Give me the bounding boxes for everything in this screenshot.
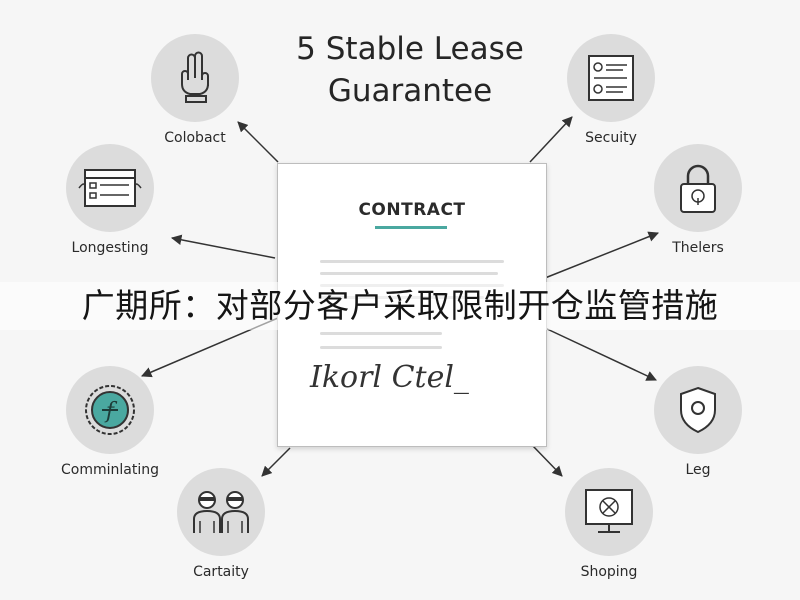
heading-accent-line bbox=[375, 226, 447, 229]
node-label-thelers: Thelers bbox=[672, 240, 724, 256]
currency-badge-icon: f bbox=[66, 366, 154, 454]
shield-icon bbox=[654, 366, 742, 454]
text-line bbox=[320, 332, 442, 335]
padlock-icon bbox=[654, 144, 742, 232]
checklist-icon bbox=[567, 34, 655, 122]
arrow-shoping bbox=[531, 444, 563, 477]
title-line-2: Guarantee bbox=[327, 73, 493, 109]
node-label-secuity: Secuity bbox=[585, 130, 637, 146]
text-line bbox=[320, 346, 442, 349]
text-line bbox=[320, 260, 504, 263]
node-label-coloback: Colobact bbox=[164, 130, 226, 146]
headline-banner: 广期所：对部分客户采取限制开仓监管措施 bbox=[0, 282, 800, 330]
arrow-thelers bbox=[544, 231, 659, 279]
arrow-coloback bbox=[237, 121, 279, 163]
diagram-title: 5 Stable Lease Guarantee bbox=[265, 28, 555, 112]
contract-heading: CONTRACT bbox=[358, 200, 466, 220]
monitor-icon bbox=[565, 468, 653, 556]
headline-text: 广期所：对部分客户采取限制开仓监管措施 bbox=[81, 286, 719, 325]
node-secuity: Secuity bbox=[546, 34, 676, 146]
node-thelers: Thelers bbox=[633, 144, 763, 256]
node-label-longesting: Longesting bbox=[71, 240, 149, 256]
text-line bbox=[320, 272, 498, 275]
arrow-secuity bbox=[529, 116, 573, 163]
two-people-icon bbox=[177, 468, 265, 556]
arrow-leg bbox=[544, 327, 657, 381]
signature: Ikorl Ctel_ bbox=[310, 360, 469, 395]
node-longesting: Longesting bbox=[45, 144, 175, 256]
node-shoping: Shoping bbox=[544, 468, 674, 580]
hand-gesture-icon bbox=[151, 34, 239, 122]
node-coloback: Colobact bbox=[130, 34, 260, 146]
node-label-shoping: Shoping bbox=[580, 564, 638, 580]
node-label-leg: Leg bbox=[685, 462, 711, 478]
node-label-comminlating: Comminlating bbox=[61, 462, 159, 478]
form-list-icon bbox=[66, 144, 154, 232]
arrow-longesting bbox=[170, 234, 276, 259]
node-comminlating: f Comminlating bbox=[45, 366, 175, 478]
node-label-cartaity: Cartaity bbox=[193, 564, 249, 580]
title-line-1: 5 Stable Lease bbox=[296, 31, 524, 67]
node-cartaity: Cartaity bbox=[156, 468, 286, 580]
arrow-cartaity bbox=[261, 447, 291, 477]
node-leg: Leg bbox=[633, 366, 763, 478]
